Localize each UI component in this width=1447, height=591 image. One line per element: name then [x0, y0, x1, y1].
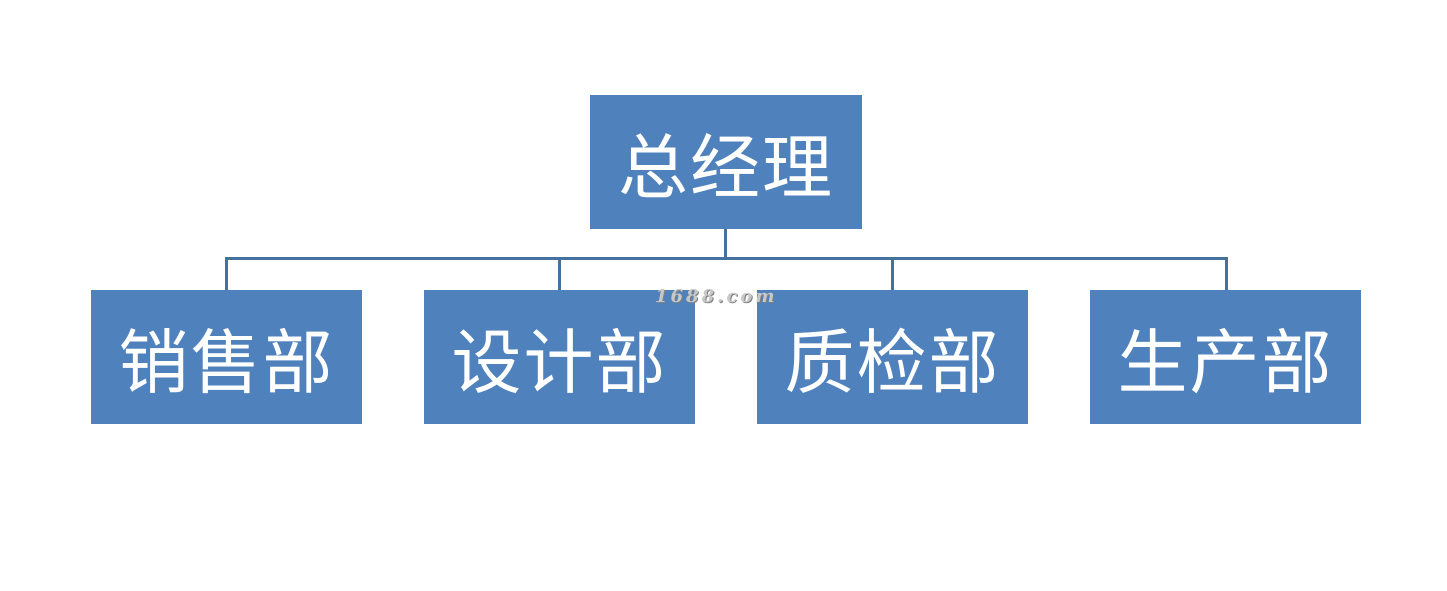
branch-connector [225, 257, 1228, 260]
production-department-node: 生产部 [1090, 290, 1361, 424]
design-department-node: 设计部 [424, 290, 695, 424]
quality-inspection-department-node: 质检部 [757, 290, 1028, 424]
sales-connector [225, 257, 228, 290]
watermark: 1688.com [655, 286, 778, 307]
general-manager-node: 总经理 [590, 95, 862, 229]
sales-department-node: 销售部 [91, 290, 362, 424]
design-connector [558, 257, 561, 290]
root-connector [724, 229, 727, 259]
qc-connector [891, 257, 894, 290]
production-connector [1225, 257, 1228, 290]
